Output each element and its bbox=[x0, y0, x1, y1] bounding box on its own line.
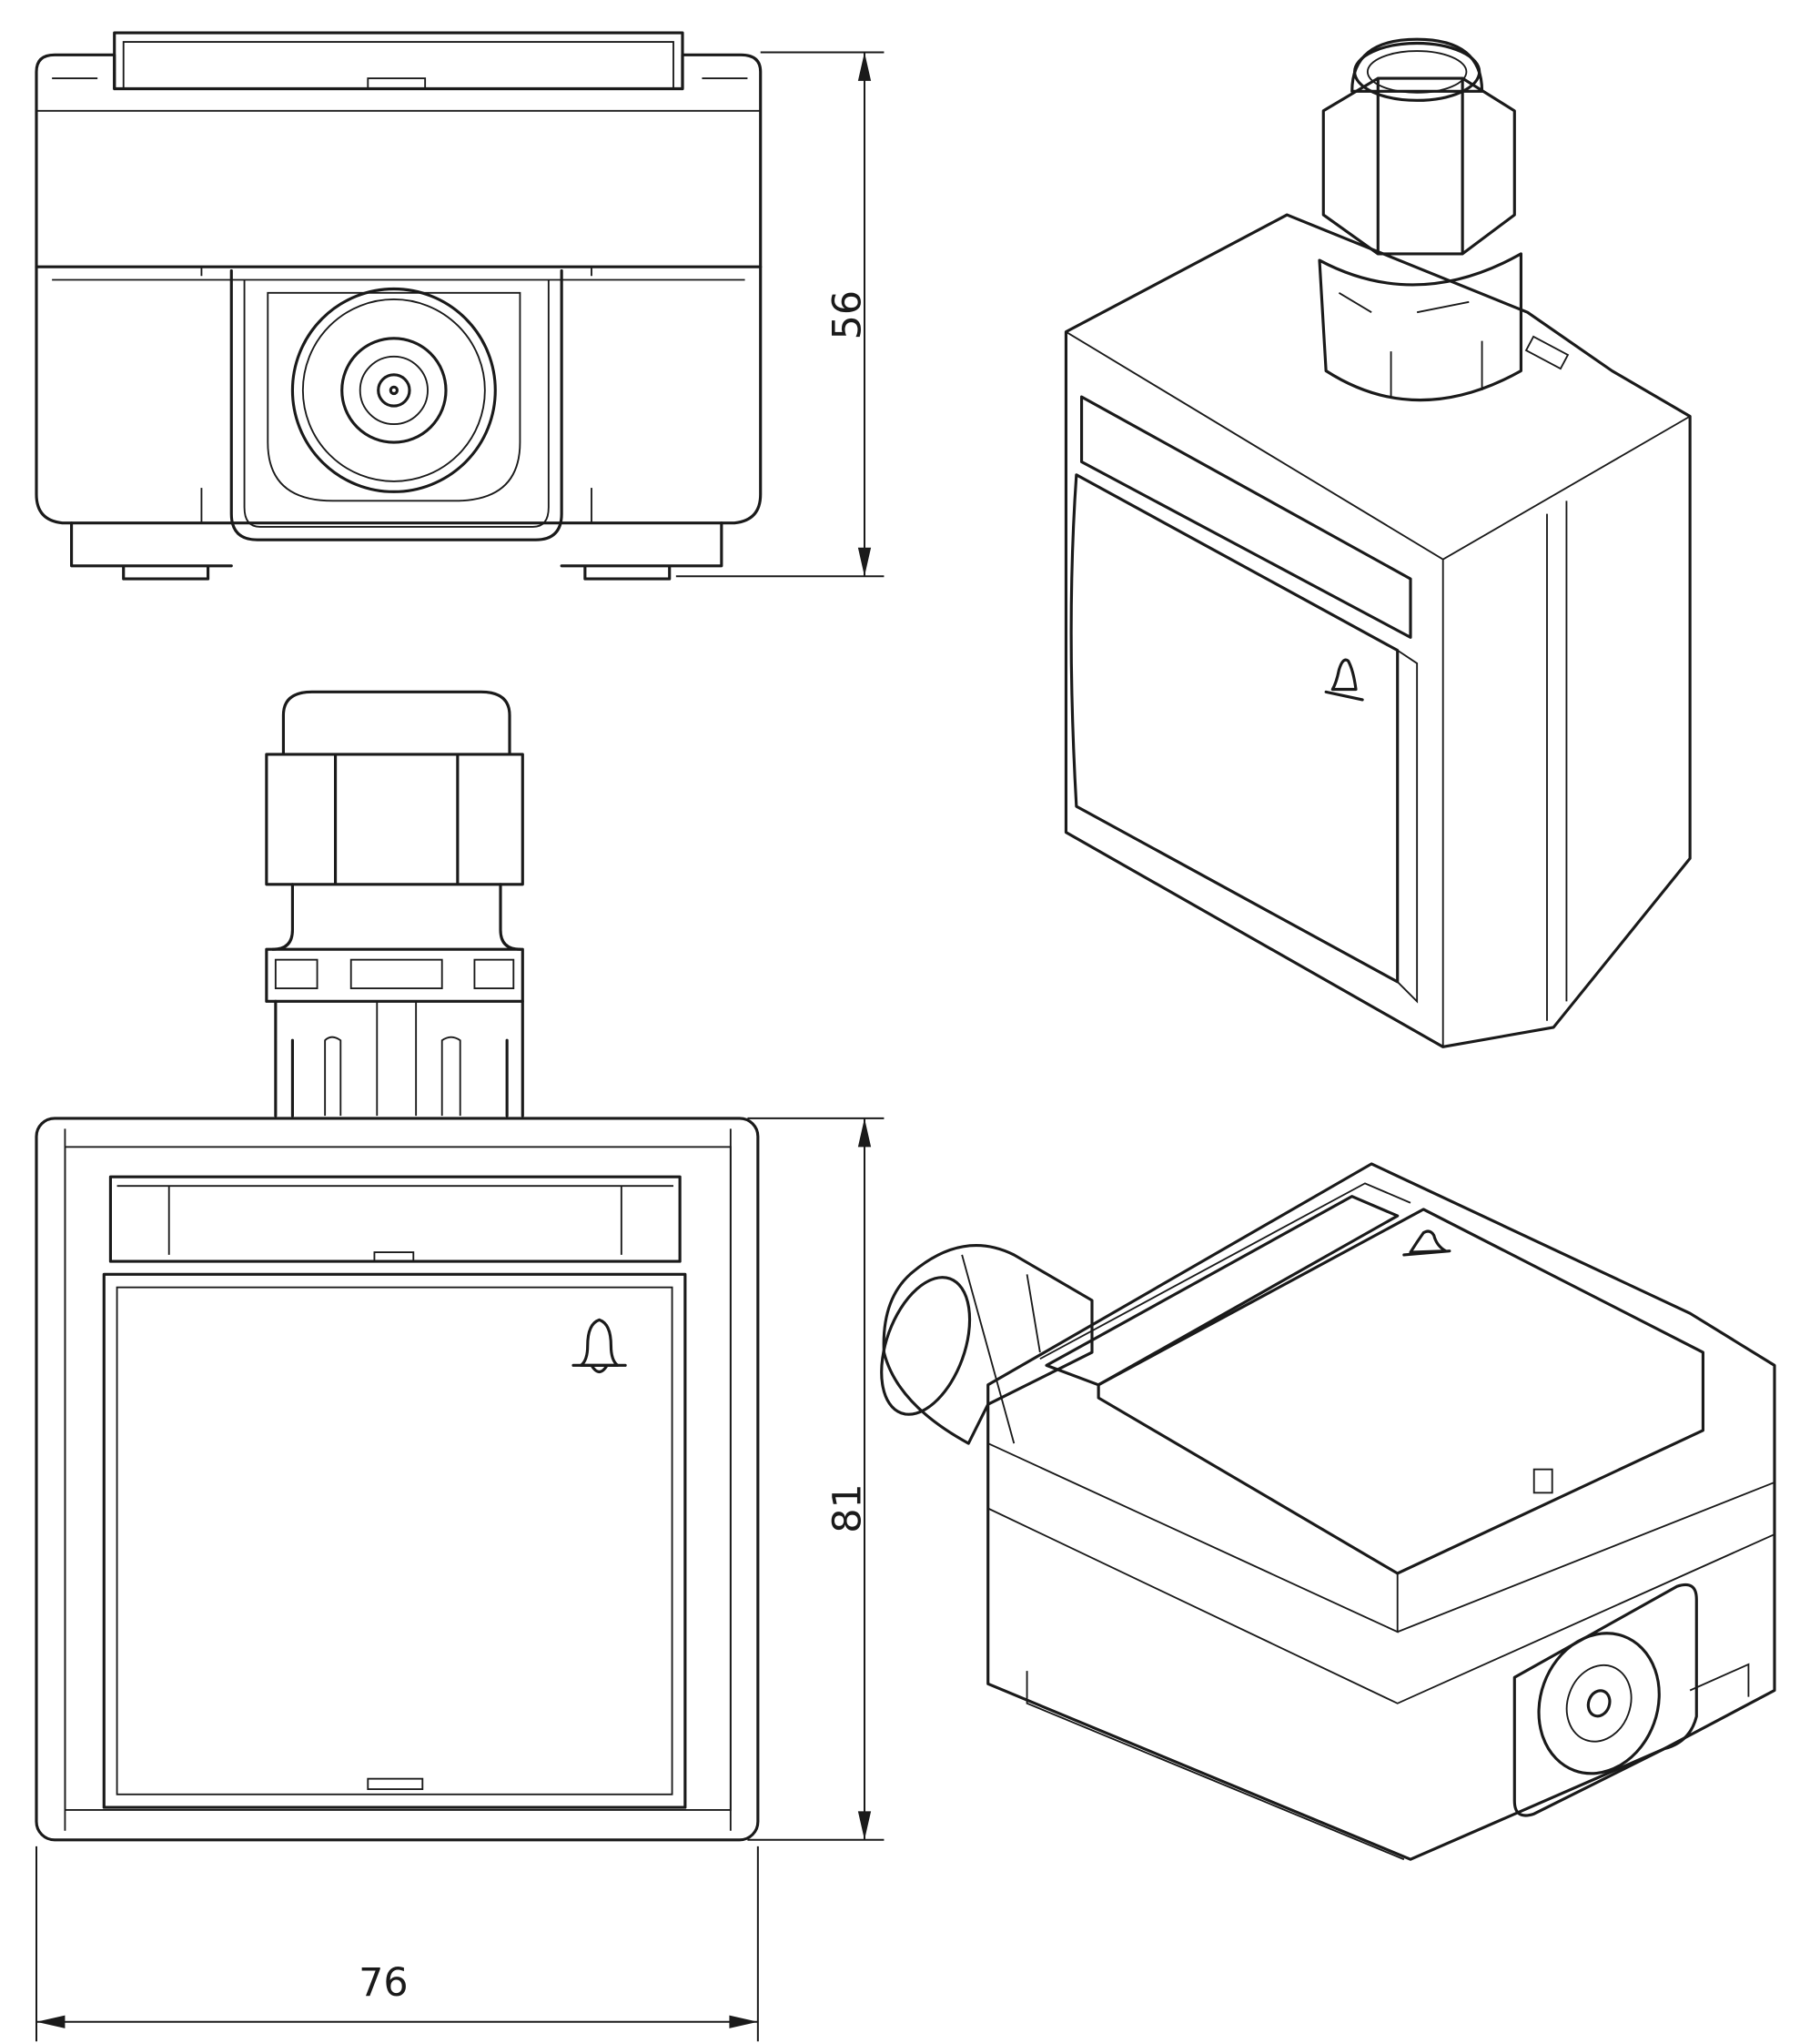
rocker-button bbox=[1069, 473, 1400, 984]
housing-outline bbox=[35, 1117, 760, 1842]
socket-icon bbox=[290, 287, 497, 493]
feet bbox=[70, 521, 723, 581]
isometric-view-bottom bbox=[880, 1162, 1776, 1861]
cable-gland-icon bbox=[265, 690, 524, 1118]
bell-icon bbox=[1402, 1229, 1451, 1257]
label-window bbox=[1045, 1195, 1400, 1387]
socket-recess bbox=[229, 268, 563, 541]
bell-icon bbox=[571, 1318, 627, 1374]
rocker-button bbox=[1097, 1208, 1705, 1575]
label-window bbox=[1080, 395, 1412, 639]
isometric-view-top bbox=[1064, 37, 1692, 1048]
dimension-label-56: 56 bbox=[825, 290, 871, 340]
socket-icon bbox=[1537, 1632, 1661, 1775]
side-elevation-view bbox=[35, 31, 763, 581]
housing-upper bbox=[35, 53, 763, 268]
socket-recess bbox=[1512, 1583, 1698, 1817]
front-view bbox=[35, 690, 760, 1842]
housing-lower bbox=[35, 265, 763, 525]
bell-icon bbox=[1324, 658, 1364, 702]
dimension-label-76: 76 bbox=[359, 1960, 409, 2006]
dimension-height-front: 81 bbox=[747, 1117, 885, 1841]
dimension-height-side: 56 bbox=[675, 51, 885, 578]
rocker-button bbox=[102, 1272, 687, 1809]
dimension-width-front: 76 bbox=[35, 1846, 759, 2042]
label-window bbox=[108, 1175, 682, 1263]
dimension-label-81: 81 bbox=[825, 1483, 871, 1533]
